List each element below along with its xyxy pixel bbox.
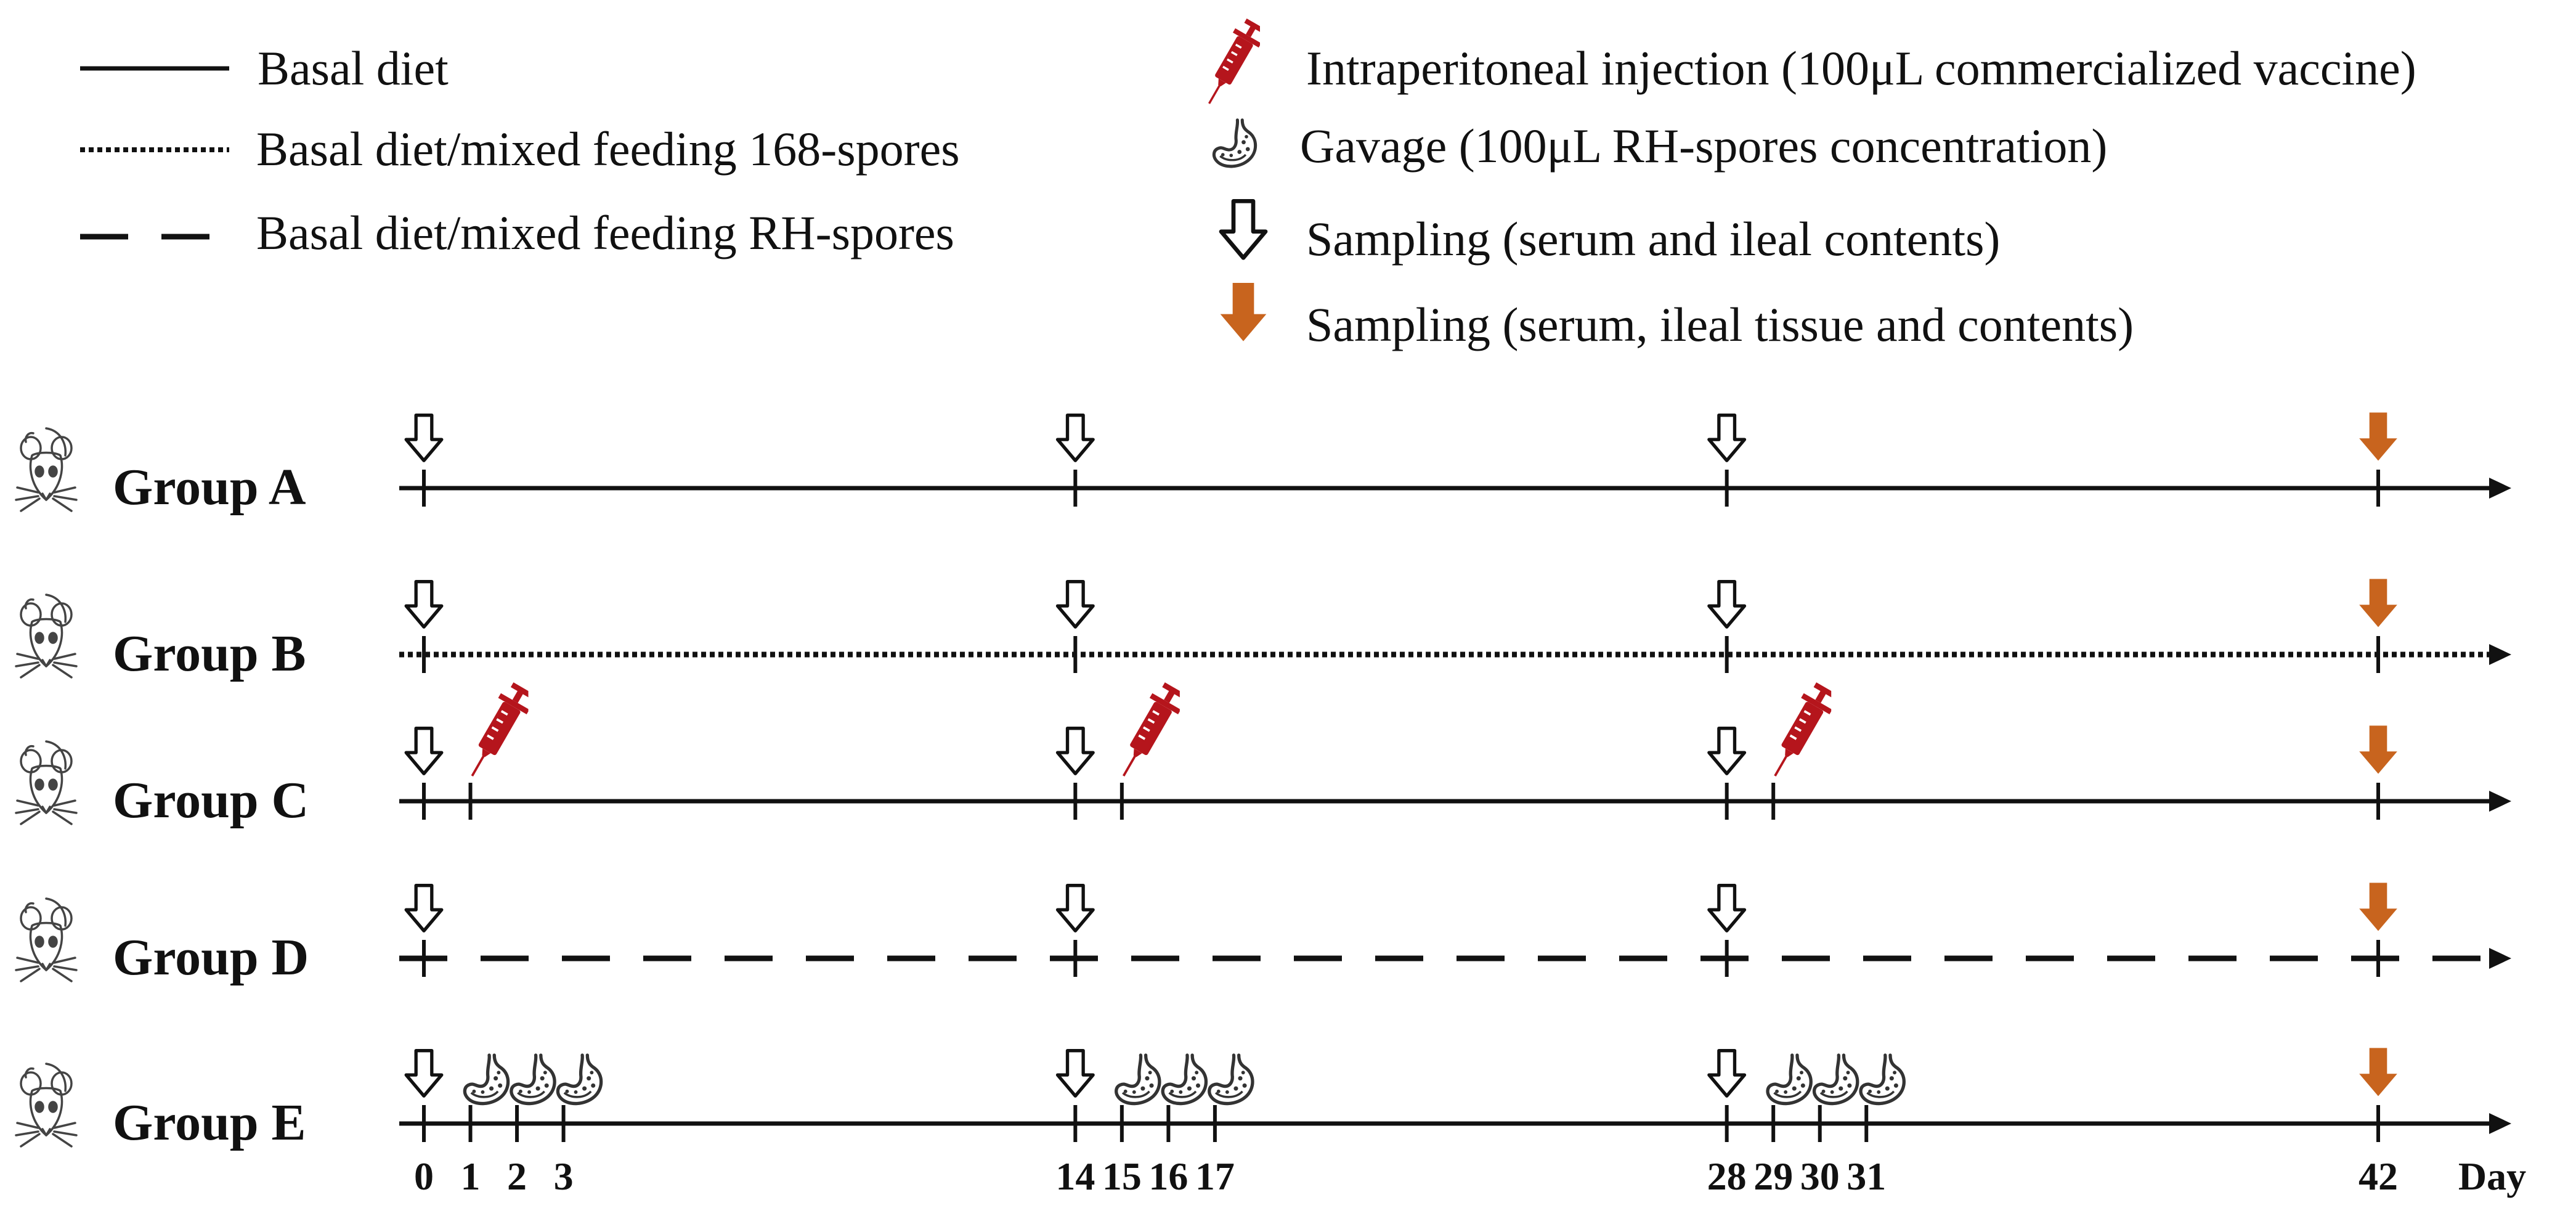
stomach-icon: [1214, 120, 1255, 166]
legend-event-sampling: Sampling (serum and ileal contents): [1221, 201, 2000, 266]
sampling-arrow-icon: [1709, 728, 1745, 774]
legend-label-sampling: Sampling (serum and ileal contents): [1306, 212, 2000, 266]
timeline-arrowhead: [2489, 1113, 2511, 1134]
sampling-arrow-icon: [1058, 728, 1094, 774]
day-tick-label: 16: [1148, 1154, 1188, 1198]
legend-label-168-spores: Basal diet/mixed feeding 168-spores: [256, 122, 960, 176]
stomach-icon: [465, 1055, 508, 1104]
sampling-arrow-icon: [406, 1051, 442, 1096]
legend-line-dotted: Basal diet/mixed feeding 168-spores: [80, 122, 960, 176]
sampling-arrow-icon: [1058, 415, 1094, 461]
sampling-arrow-icon: [406, 415, 442, 461]
timeline-arrowhead: [2489, 644, 2511, 665]
legend-label-basal-diet: Basal diet: [258, 41, 449, 95]
hollow-arrow-icon: [1221, 201, 1266, 258]
timeline-group-b: Group B: [15, 579, 2511, 682]
group-label: Group E: [113, 1094, 306, 1151]
sampling-arrow-icon: [406, 728, 442, 774]
final-sampling-arrow-icon: [2359, 1048, 2397, 1096]
syringe-icon: [1769, 681, 1832, 783]
final-sampling-arrow-icon: [2359, 725, 2397, 774]
mouse-icon: [15, 1063, 78, 1148]
day-tick-label: 28: [1707, 1154, 1747, 1198]
timeline-group-c: Group C: [15, 681, 2511, 829]
sampling-arrow-icon: [1709, 582, 1745, 627]
legend-event-injection: Intraperitoneal injection (100μL commerc…: [1205, 17, 2416, 110]
timeline-arrowhead: [2489, 478, 2511, 499]
day-tick-label: 42: [2359, 1154, 2398, 1198]
day-tick-label: 0: [414, 1154, 434, 1198]
day-tick-label: 1: [461, 1154, 481, 1198]
timeline-group-a: Group A: [15, 412, 2511, 516]
sampling-arrow-icon: [406, 582, 442, 627]
orange-arrow-icon: [1220, 283, 1267, 341]
group-label: Group D: [113, 929, 309, 986]
sampling-arrow-icon: [1058, 582, 1094, 627]
day-tick-label: 15: [1102, 1154, 1142, 1198]
stomach-icon: [558, 1055, 601, 1104]
syringe-icon: [1205, 17, 1260, 110]
syringe-icon: [466, 681, 529, 783]
group-label: Group A: [113, 459, 306, 516]
timeline-arrowhead: [2489, 948, 2511, 969]
timeline-group-d: Group D: [15, 883, 2511, 986]
day-tick-label: 30: [1800, 1154, 1840, 1198]
sampling-arrow-icon: [1709, 415, 1745, 461]
final-sampling-arrow-icon: [2359, 579, 2397, 627]
timeline-group-e: Group E: [15, 1048, 2511, 1151]
legend: Basal diet Basal diet/mixed feeding 168-…: [80, 17, 2416, 351]
sampling-arrow-icon: [1709, 1051, 1745, 1096]
legend-event-final-sampling: Sampling (serum, ileal tissue and conten…: [1220, 283, 2134, 351]
group-timelines: Group A Group B Group C Group D Group E: [15, 412, 2511, 1151]
final-sampling-arrow-icon: [2359, 883, 2397, 931]
stomach-icon: [511, 1055, 555, 1104]
sampling-arrow-icon: [406, 886, 442, 931]
day-tick-label: 14: [1055, 1154, 1095, 1198]
group-label: Group C: [113, 772, 309, 829]
day-tick-label: 3: [554, 1154, 574, 1198]
legend-label-rh-spores: Basal diet/mixed feeding RH-spores: [256, 206, 954, 259]
legend-label-injection: Intraperitoneal injection (100μL commerc…: [1306, 41, 2416, 95]
mouse-icon: [15, 897, 78, 982]
stomach-icon: [1861, 1055, 1904, 1104]
sampling-arrow-icon: [1058, 1051, 1094, 1096]
axis-unit-label: Day: [2458, 1154, 2526, 1198]
day-tick-label: 2: [507, 1154, 527, 1198]
final-sampling-arrow-icon: [2359, 412, 2397, 461]
stomach-icon: [1116, 1055, 1160, 1104]
mouse-icon: [15, 740, 78, 825]
legend-line-dashed: Basal diet/mixed feeding RH-spores: [80, 206, 954, 259]
legend-label-final-sampling: Sampling (serum, ileal tissue and conten…: [1306, 298, 2134, 351]
day-tick-label: 17: [1195, 1154, 1235, 1198]
day-tick-label: 29: [1753, 1154, 1793, 1198]
day-tick-label: 31: [1847, 1154, 1886, 1198]
syringe-icon: [1118, 681, 1180, 783]
stomach-icon: [1768, 1055, 1811, 1104]
sampling-arrow-icon: [1058, 886, 1094, 931]
stomach-icon: [1209, 1055, 1253, 1104]
mouse-icon: [15, 427, 78, 512]
sampling-arrow-icon: [1709, 886, 1745, 931]
mouse-icon: [15, 594, 78, 679]
legend-line-solid: Basal diet: [80, 41, 449, 95]
legend-label-gavage: Gavage (100μL RH-spores concentration): [1300, 119, 2107, 173]
timeline-arrowhead: [2489, 791, 2511, 812]
stomach-icon: [1163, 1055, 1206, 1104]
stomach-icon: [1814, 1055, 1858, 1104]
group-label: Group B: [113, 625, 306, 682]
legend-event-gavage: Gavage (100μL RH-spores concentration): [1214, 119, 2107, 173]
